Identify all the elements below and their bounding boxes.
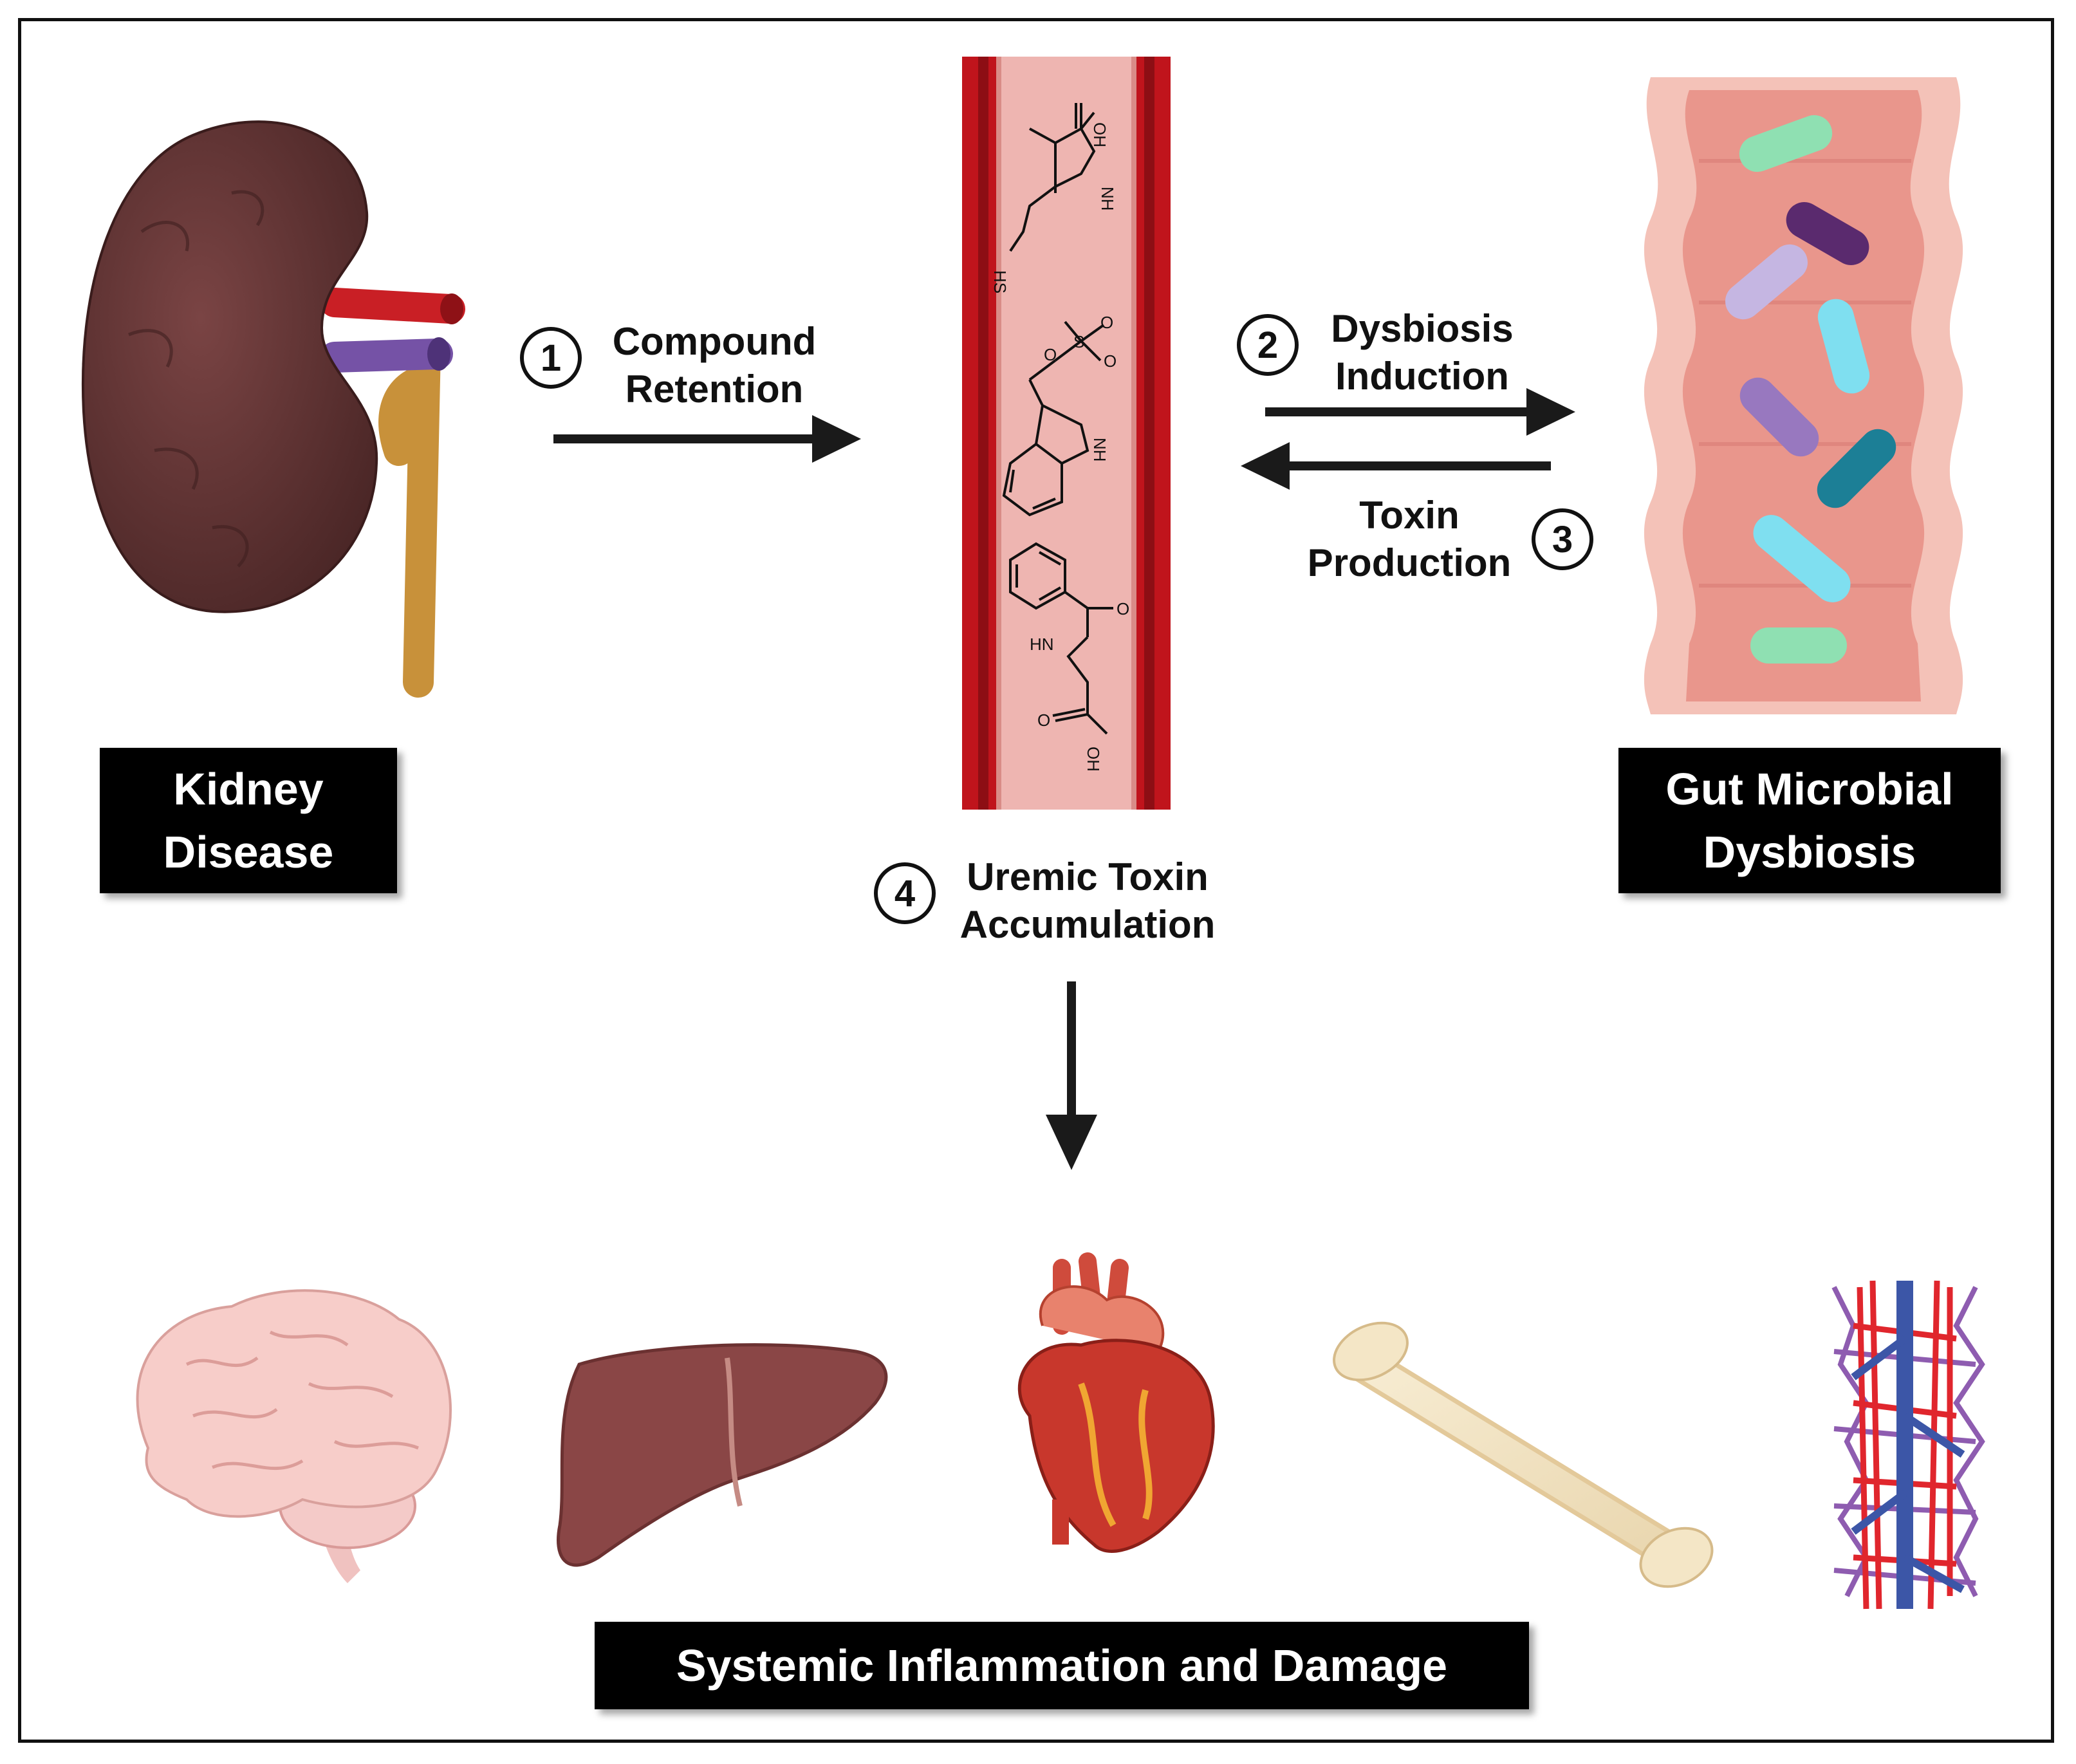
step-4-line1: Uremic Toxin [967,855,1209,898]
kidney-disease-line1: Kidney [173,764,324,814]
hippuric-acid-structure [1009,542,1113,735]
arrow-toxin-production [1241,442,1551,490]
chem-nh2: NH [1098,187,1117,211]
step-1-label: Compound Retention [598,318,830,413]
homocysteine-structure [1009,103,1096,252]
step-3-label: Toxin Production [1293,492,1525,587]
bone-icon [1333,1321,1714,1588]
chem-oh: OH [1090,122,1109,147]
step-3-number: 3 [1532,508,1593,570]
step-2-number: 2 [1237,314,1299,376]
step-3-line1: Toxin [1359,494,1460,537]
heart-icon [1017,1252,1215,1553]
step-4-line2: Accumulation [959,903,1216,946]
chem-oh2: OH [1084,747,1103,772]
chem-o1: O [1044,345,1057,364]
step-2-line1: Dysbiosis [1331,307,1514,350]
liver-icon [557,1343,888,1567]
kidney-disease-box: Kidney Disease [100,748,397,893]
blood-vessel-icon [962,57,1171,810]
indoxyl-sulfate-structure [1002,320,1105,517]
chem-o-acid: O [1037,710,1050,730]
step-3-line2: Production [1307,541,1512,584]
chem-o-amide: O [1117,599,1129,618]
gut-icon [1644,77,1963,714]
brain-icon [136,1289,452,1583]
gut-dysbiosis-line1: Gut Microbial [1665,764,1954,814]
systemic-inflammation-text: Systemic Inflammation and Damage [676,1640,1448,1691]
chem-o3: O [1104,351,1117,371]
kidney-disease-line2: Disease [163,827,334,877]
chem-s: S [1073,332,1084,351]
arrow-dysbiosis-induction [1265,388,1575,436]
step-1-line2: Retention [625,367,804,411]
step-2-label: Dysbiosis Induction [1313,305,1532,400]
kidney-icon [81,120,465,698]
systemic-inflammation-box: Systemic Inflammation and Damage [595,1622,1529,1709]
arrow-accumulation-down [1046,981,1097,1170]
gut-dysbiosis-box: Gut Microbial Dysbiosis [1618,748,2001,893]
chem-nh: NH [1090,438,1109,462]
step-2-line2: Induction [1335,355,1509,398]
vasculature-icon [1831,1280,1985,1610]
step-4-number: 4 [874,862,936,924]
step-1-line1: Compound [612,320,817,363]
arrow-retention [553,415,861,463]
figure-frame [18,18,2054,1743]
gut-dysbiosis-line2: Dysbiosis [1703,827,1916,877]
step-1-number: 1 [520,327,582,389]
chem-o2: O [1100,313,1113,332]
chem-hn: HN [1030,635,1054,654]
chem-hs: HS [990,270,1010,293]
step-4-label: Uremic Toxin Accumulation [946,853,1229,949]
